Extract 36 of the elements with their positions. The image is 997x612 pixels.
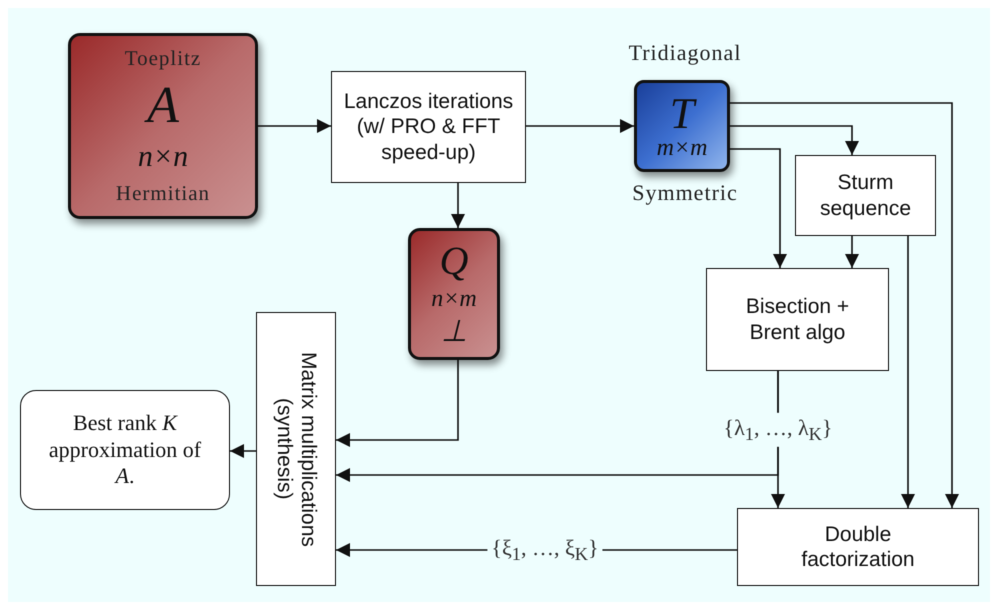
- result-box: [20, 390, 230, 510]
- arrow: [730, 102, 959, 508]
- process-box: [795, 155, 936, 236]
- matrix-symbol: Q: [440, 241, 468, 281]
- process-box: [256, 312, 336, 586]
- arrow: [730, 125, 859, 155]
- matrix-caption: Tridiagonal: [628, 40, 742, 66]
- arrow: [230, 444, 256, 458]
- matrix-symbol: n×n: [138, 142, 188, 172]
- arrow: [526, 119, 634, 133]
- arrow: [258, 119, 331, 133]
- matrix-symbol: m×m: [656, 136, 708, 160]
- matrix-block: [634, 80, 730, 172]
- arrow: [336, 360, 459, 447]
- process-box: [331, 71, 526, 183]
- process-box: [706, 268, 889, 371]
- matrix-property: Toeplitz: [124, 46, 202, 72]
- arrow: [451, 183, 465, 228]
- box-label: Best rank K approximation of A.: [48, 410, 202, 490]
- arrow: [336, 371, 779, 482]
- arrow: [901, 236, 915, 508]
- box-label: Lanczos iterations (w/ PRO & FFT speed-up): [342, 89, 514, 165]
- box-label: Sturm sequence: [818, 170, 912, 221]
- matrix-block: [408, 228, 500, 360]
- box-label: Double factorization: [800, 522, 916, 572]
- box-label: Matrix multiplications (synthesis): [272, 350, 320, 548]
- matrix-symbol: n×m: [431, 287, 477, 311]
- matrix-block: [68, 33, 258, 219]
- matrix-property: Hermitian: [116, 180, 210, 206]
- arrow: [730, 148, 787, 268]
- matrix-symbol: T: [670, 92, 694, 136]
- arrow: [845, 236, 859, 268]
- matrix-symbol: ⊥: [441, 317, 467, 347]
- box-label: Bisection + Brent algo: [744, 294, 850, 345]
- matrix-caption: Symmetric: [632, 180, 738, 206]
- process-box: [737, 508, 979, 586]
